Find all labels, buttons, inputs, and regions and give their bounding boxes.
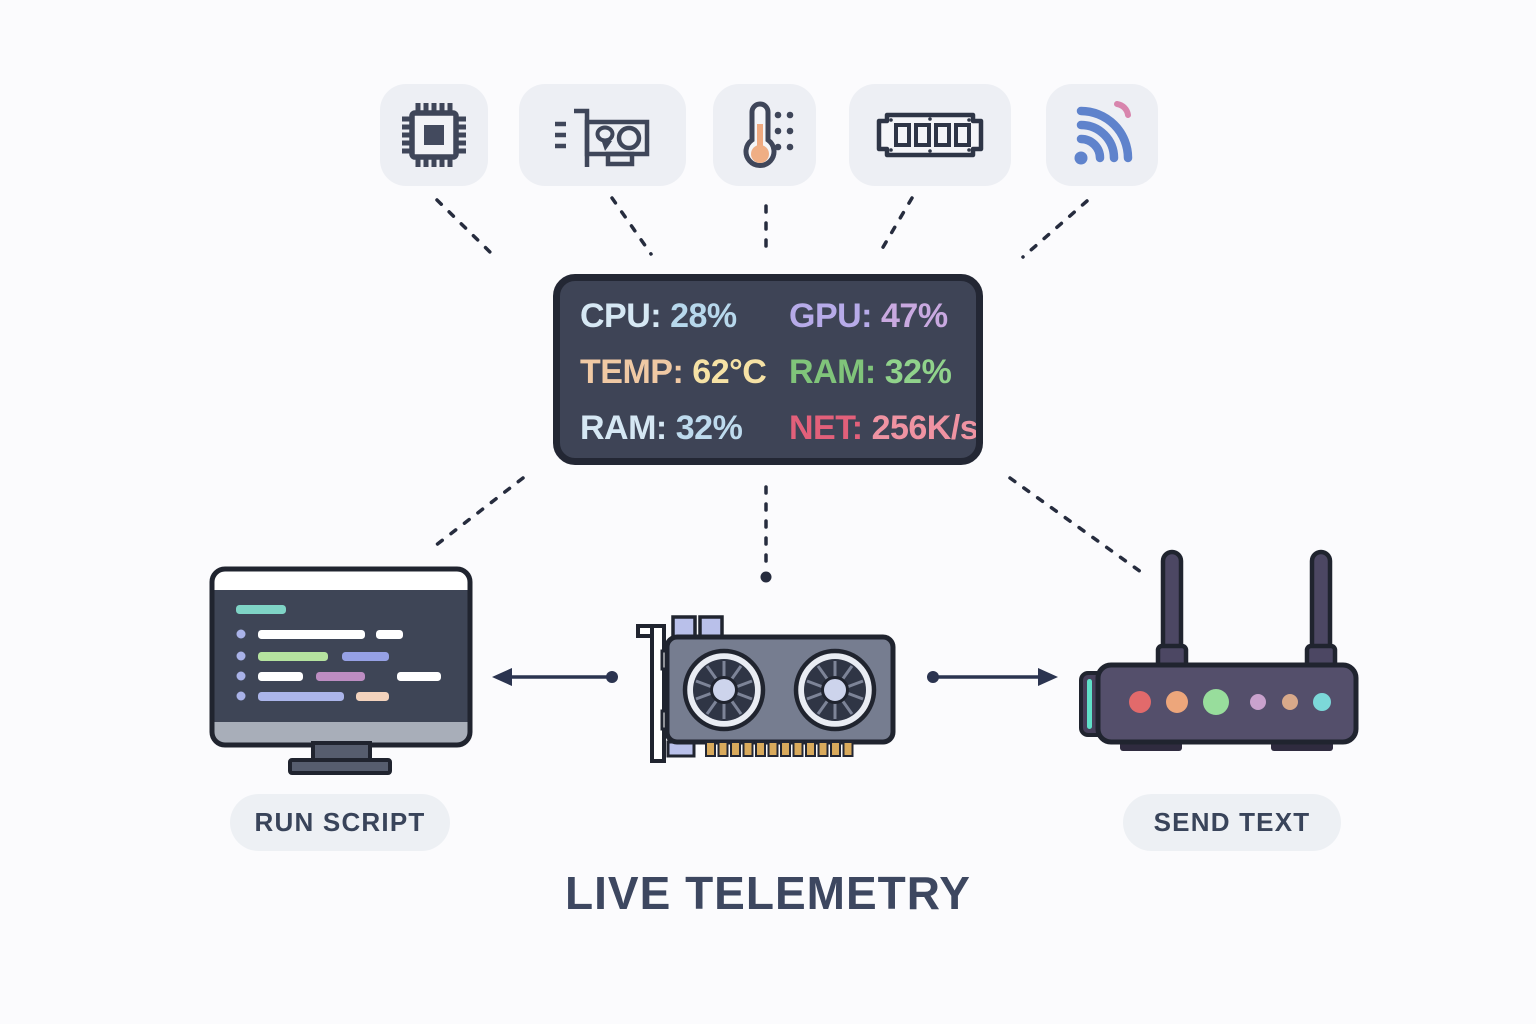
stat-ram-green: RAM: 32% — [789, 345, 976, 399]
stat-value: 62°C — [692, 352, 767, 391]
connector-end-dot — [760, 571, 772, 583]
stat-label: NET: — [789, 409, 863, 448]
stat-temp: TEMP: 62°C — [580, 345, 789, 399]
thermometer-icon — [743, 101, 793, 168]
sensor-tile-ram — [849, 84, 1011, 186]
gpu-connector-pins — [705, 741, 854, 757]
bottom-dotted-connectors — [429, 476, 1143, 574]
right-arrow — [927, 668, 1058, 686]
wifi-icon — [1074, 101, 1133, 165]
send-text-button[interactable]: SEND TEXT — [1123, 794, 1341, 851]
left-arrow — [492, 668, 618, 686]
stat-net: NET: 256K/s — [789, 402, 979, 456]
page-title: LIVE TELEMETRY — [565, 867, 971, 919]
stat-value: 47% — [881, 296, 948, 335]
stat-label: TEMP: — [580, 352, 684, 391]
stat-value: 256K/s — [871, 409, 979, 448]
stat-value: 32% — [884, 352, 952, 391]
gpu-card-icon — [554, 108, 649, 167]
telemetry-panel: CPU: 28% GPU: 47% TEMP: 62°C RAM: 32% RA… — [553, 274, 983, 465]
sensor-tile-gpu — [519, 84, 686, 186]
gpu-card-illustration — [636, 615, 896, 763]
code-monitor-illustration — [209, 566, 473, 775]
stat-cpu: CPU: 28% — [580, 289, 789, 343]
router-led-lights — [1129, 689, 1331, 715]
stat-label: CPU: — [580, 296, 662, 335]
stat-label: RAM: — [580, 409, 667, 448]
stat-value: 32% — [675, 409, 743, 448]
sensor-tile-network — [1046, 84, 1158, 186]
stat-gpu: GPU: 47% — [789, 289, 976, 343]
stat-label: GPU: — [789, 296, 873, 335]
ram-module-icon — [876, 112, 984, 158]
gpu-fan-left — [682, 648, 766, 732]
sensor-tile-cpu — [380, 84, 488, 186]
sensor-tile-temperature — [713, 84, 816, 186]
wifi-router-illustration — [1079, 549, 1359, 751]
top-dotted-connectors — [435, 196, 1089, 259]
run-script-button[interactable]: RUN SCRIPT — [230, 794, 450, 851]
stat-ram: RAM: 32% — [580, 402, 789, 456]
cpu-chip-icon — [402, 103, 466, 167]
router-antennas — [1155, 549, 1338, 675]
stat-label: RAM: — [789, 352, 876, 391]
gpu-fan-right — [793, 648, 877, 732]
stat-value: 28% — [670, 296, 737, 335]
